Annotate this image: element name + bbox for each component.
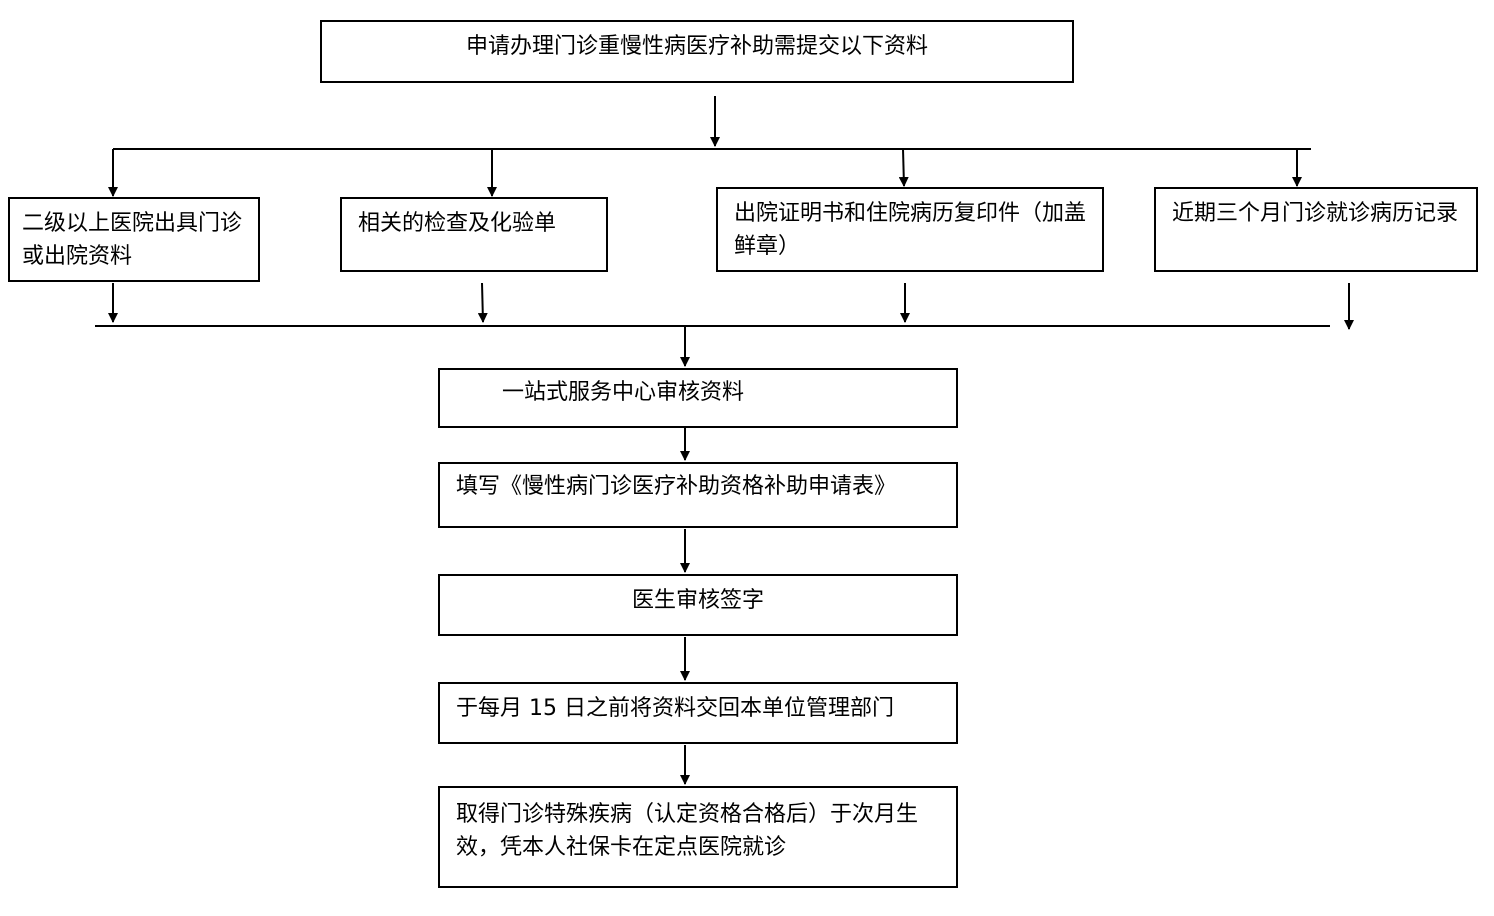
step-box-effective: 取得门诊特殊疾病（认定资格合格后）于次月生效，凭本人社保卡在定点医院就诊 xyxy=(438,786,958,888)
material-text-2: 相关的检查及化验单 xyxy=(358,211,557,236)
step-box-submit: 于每月 15 日之前将资料交回本单位管理部门 xyxy=(438,682,958,744)
material-text-4: 近期三个月门诊就诊病历记录 xyxy=(1172,201,1459,226)
material-box-outpatient-records: 二级以上医院出具门诊或出院资料 xyxy=(8,197,260,282)
title-box: 申请办理门诊重慢性病医疗补助需提交以下资料 xyxy=(320,20,1074,83)
material-text-3: 出院证明书和住院病历复印件（加盖鲜章） xyxy=(734,201,1087,259)
arrow-material-2-to-merge xyxy=(477,282,488,323)
step-box-review: 一站式服务中心审核资料 xyxy=(438,368,958,428)
step-text-1: 一站式服务中心审核资料 xyxy=(502,380,745,405)
title-box-text: 申请办理门诊重慢性病医疗补助需提交以下资料 xyxy=(465,34,928,59)
step-box-fill-form: 填写《慢性病门诊医疗补助资格补助申请表》 xyxy=(438,462,958,528)
material-text-1: 二级以上医院出具门诊或出院资料 xyxy=(22,211,243,269)
material-box-discharge-certificate: 出院证明书和住院病历复印件（加盖鲜章） xyxy=(716,187,1104,272)
step-text-4: 于每月 15 日之前将资料交回本单位管理部门 xyxy=(456,696,894,721)
step-text-3: 医生审核签字 xyxy=(631,588,764,613)
step-text-2: 填写《慢性病门诊医疗补助资格补助申请表》 xyxy=(456,474,897,499)
material-box-test-reports: 相关的检查及化验单 xyxy=(340,197,608,272)
step-box-doctor-sign: 医生审核签字 xyxy=(438,574,958,636)
material-box-recent-records: 近期三个月门诊就诊病历记录 xyxy=(1154,187,1478,272)
arrow-to-material-3 xyxy=(898,148,909,187)
step-text-5: 取得门诊特殊疾病（认定资格合格后）于次月生效，凭本人社保卡在定点医院就诊 xyxy=(456,802,919,860)
